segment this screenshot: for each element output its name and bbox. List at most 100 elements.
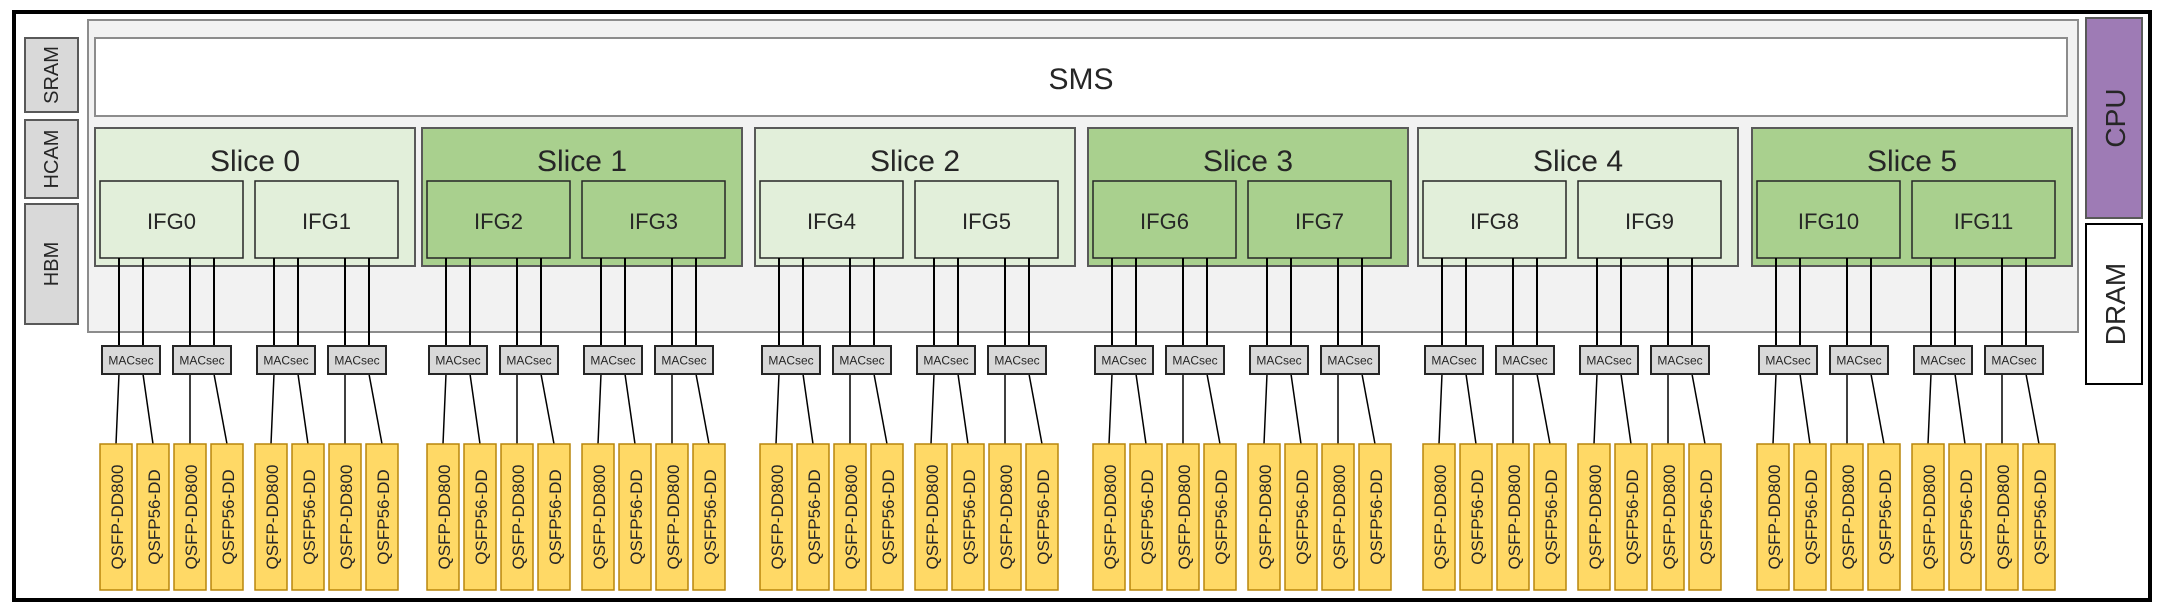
macsec-port-wire <box>1870 373 1885 445</box>
memory-sram: SRAM <box>24 37 79 113</box>
port-label: QSFP-DD800 <box>182 465 201 570</box>
port-qsfp56-dd: QSFP56-DD <box>1948 443 1982 591</box>
cpu-label: CPU <box>2100 88 2131 147</box>
ifg-ifg10: IFG10 <box>1756 180 1901 259</box>
port-qsfp-dd800: QSFP-DD800 <box>1985 443 2019 591</box>
port-box <box>1422 443 1456 591</box>
port-qsfp-dd800: QSFP-DD800 <box>1496 443 1530 591</box>
ifg-box <box>1092 180 1237 259</box>
macsec-box <box>761 345 821 375</box>
port-label: QSFP56-DD <box>300 469 319 564</box>
macsec-label: MACsec <box>590 354 635 368</box>
slice-label: Slice 3 <box>1203 145 1293 178</box>
port-qsfp56-dd: QSFP56-DD <box>136 443 170 591</box>
port-qsfp-dd800: QSFP-DD800 <box>1247 443 1281 591</box>
macsec-box <box>428 345 488 375</box>
port-box <box>1247 443 1281 591</box>
port-label: QSFP56-DD <box>546 469 565 564</box>
port-box <box>136 443 170 591</box>
ifg-label: IFG3 <box>629 209 678 234</box>
port-qsfp56-dd: QSFP56-DD <box>1867 443 1901 591</box>
port-label: QSFP56-DD <box>472 469 491 564</box>
macsec-label: MACsec <box>923 354 968 368</box>
port-label: QSFP56-DD <box>1623 469 1642 564</box>
port-label: QSFP-DD800 <box>337 465 356 570</box>
port-qsfp-dd800: QSFP-DD800 <box>1577 443 1611 591</box>
macsec-label: MACsec <box>1256 354 1301 368</box>
macsec-block: MACsec <box>1579 345 1639 375</box>
port-box <box>365 443 399 591</box>
ifg-box <box>1577 180 1722 259</box>
ifg-ifg5: IFG5 <box>914 180 1059 259</box>
ifg-label: IFG4 <box>807 209 856 234</box>
port-box <box>99 443 133 591</box>
ifg-box <box>254 180 399 259</box>
port-qsfp-dd800: QSFP-DD800 <box>500 443 534 591</box>
ifg-label: IFG6 <box>1140 209 1189 234</box>
macsec-block: MACsec <box>1829 345 1889 375</box>
macsec-box <box>1165 345 1225 375</box>
port-box <box>291 443 325 591</box>
port-box <box>618 443 652 591</box>
port-label: QSFP56-DD <box>701 469 720 564</box>
hbm-label: HBM <box>41 242 63 286</box>
macsec-port-wire <box>624 373 636 445</box>
port-label: QSFP-DD800 <box>1256 465 1275 570</box>
port-box <box>1651 443 1685 591</box>
port-label: QSFP-DD800 <box>1839 465 1858 570</box>
port-box <box>1756 443 1790 591</box>
macsec-port-wire <box>297 373 309 445</box>
port-qsfp-dd800: QSFP-DD800 <box>1756 443 1790 591</box>
macsec-block: MACsec <box>1249 345 1309 375</box>
port-label: QSFP-DD800 <box>1175 465 1194 570</box>
ifg-label: IFG1 <box>302 209 351 234</box>
port-qsfp-dd800: QSFP-DD800 <box>1911 443 1945 591</box>
ifg-label: IFG2 <box>474 209 523 234</box>
macsec-box <box>1579 345 1639 375</box>
port-qsfp56-dd: QSFP56-DD <box>1025 443 1059 591</box>
port-box <box>1025 443 1059 591</box>
port-box <box>426 443 460 591</box>
macsec-port-wire <box>873 373 888 445</box>
cpu-block: CPU <box>2085 17 2143 219</box>
macsec-block: MACsec <box>1650 345 1710 375</box>
port-box <box>1985 443 2019 591</box>
macsec-port-wire <box>1465 373 1477 445</box>
macsec-port-wire <box>1135 373 1147 445</box>
port-qsfp-dd800: QSFP-DD800 <box>254 443 288 591</box>
memory-hcam: HCAM <box>24 119 79 199</box>
ifg-box <box>1756 180 1901 259</box>
port-label: QSFP-DD800 <box>1101 465 1120 570</box>
port-qsfp56-dd: QSFP56-DD <box>618 443 652 591</box>
port-qsfp56-dd: QSFP56-DD <box>951 443 985 591</box>
port-qsfp56-dd: QSFP56-DD <box>210 443 244 591</box>
macsec-port-wire <box>957 373 969 445</box>
port-label: QSFP56-DD <box>1468 469 1487 564</box>
port-box <box>500 443 534 591</box>
port-qsfp-dd800: QSFP-DD800 <box>1321 443 1355 591</box>
port-qsfp-dd800: QSFP-DD800 <box>1422 443 1456 591</box>
dram-block: DRAM <box>2085 223 2143 385</box>
port-label: QSFP-DD800 <box>1660 465 1679 570</box>
slice-label: Slice 0 <box>210 145 300 178</box>
port-label: QSFP56-DD <box>1034 469 1053 564</box>
port-box <box>210 443 244 591</box>
macsec-block: MACsec <box>256 345 316 375</box>
macsec-port-wire <box>1620 373 1632 445</box>
port-box <box>1129 443 1163 591</box>
port-box <box>1614 443 1648 591</box>
macsec-port-wire <box>1772 373 1777 445</box>
port-label: QSFP-DD800 <box>842 465 861 570</box>
port-qsfp56-dd: QSFP56-DD <box>1284 443 1318 591</box>
macsec-port-wire <box>270 373 275 445</box>
port-label: QSFP56-DD <box>1957 469 1976 564</box>
ifg-box <box>581 180 726 259</box>
port-qsfp-dd800: QSFP-DD800 <box>1166 443 1200 591</box>
port-label: QSFP-DD800 <box>1920 465 1939 570</box>
macsec-port-wire <box>2025 373 2040 445</box>
macsec-box <box>1758 345 1818 375</box>
port-box <box>1166 443 1200 591</box>
ifg-ifg3: IFG3 <box>581 180 726 259</box>
ifg-box <box>1911 180 2056 259</box>
